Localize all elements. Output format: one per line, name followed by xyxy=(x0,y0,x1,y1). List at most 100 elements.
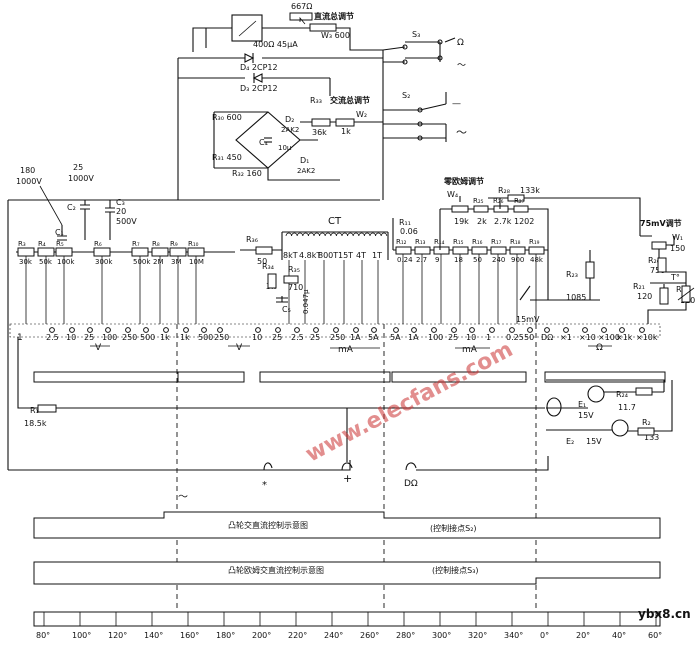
range-terminal xyxy=(582,327,588,333)
top-resistor-value: 10M xyxy=(189,258,204,266)
plus-jack-icon xyxy=(341,462,353,471)
range-terminal xyxy=(313,327,319,333)
range-label: 25 xyxy=(448,333,458,342)
r25-value: 19k xyxy=(454,217,469,226)
r20-ref: R₂₀ xyxy=(648,256,660,265)
range-label: 500 xyxy=(198,333,213,342)
angle-label: 20° xyxy=(576,631,590,640)
r21-ref: R₂₁ xyxy=(633,282,645,291)
range-label: 500 xyxy=(140,333,155,342)
group-label-v-dc: V xyxy=(95,343,102,353)
w1-label: W₁ xyxy=(672,233,683,242)
top-resistor-value: 2M xyxy=(153,258,164,266)
angle-label: 140° xyxy=(144,631,163,640)
lower-cam-title: 凸轮欧姆交直流控制示意图 xyxy=(228,565,324,575)
top-resistor xyxy=(37,247,55,257)
range-terminal xyxy=(294,327,300,333)
w2-label: W₂ xyxy=(356,110,367,119)
e1-value: 15V xyxy=(578,411,594,420)
r2-resistor xyxy=(637,427,655,436)
range-label: 1A xyxy=(350,333,361,342)
r25-resistor xyxy=(473,205,489,213)
ct-turn-label: 4.8kT xyxy=(299,251,321,260)
d1-type: 2AK2 xyxy=(297,167,315,175)
range-label: 250 xyxy=(330,333,345,342)
ma-resistor-value: 900 xyxy=(511,256,524,264)
range-terminal xyxy=(509,327,515,333)
cam-tilde-mark: ～ xyxy=(178,492,188,503)
top-resistor-chain: R₃30kR₄50kR₅100kR₆300kR₇500kR₈2MR₉3MR₁₀1… xyxy=(17,240,205,324)
r33-resistor xyxy=(311,118,331,127)
r34-resistor xyxy=(267,273,277,289)
range-label: 25 xyxy=(272,333,282,342)
bridge-section: R₃₀ 600 R₃₁ 450 R₃₂ 160 C₄ 10μ D₂ 2AK2 D… xyxy=(212,95,370,181)
ct-turn-label: 800T xyxy=(318,251,338,260)
c1-top-voltage: 1000V xyxy=(16,177,42,186)
cam-diagrams: ～ 凸轮交直流控制示意图 (控制接点S₂) 凸轮欧姆交直流控制示意图 (控制接点… xyxy=(33,492,662,640)
r25-ref: R₂₅ xyxy=(473,197,484,205)
s3-ac-label: ～ xyxy=(457,61,466,71)
jack-plus-label: + xyxy=(343,472,352,485)
range-terminal xyxy=(431,327,437,333)
group-label-v-ac: V xyxy=(236,343,243,353)
jack-dohm-label: DΩ xyxy=(404,479,418,489)
c2-label: C₂ xyxy=(67,203,76,212)
watermark-text: www.elecfans.com xyxy=(302,337,518,468)
angle-label: 300° xyxy=(432,631,451,640)
top-resistor xyxy=(187,247,205,257)
ma-resistor-ref: R₁₈ xyxy=(510,238,521,246)
range-terminal xyxy=(601,327,607,333)
range-label: 1A xyxy=(408,333,419,342)
range-terminal xyxy=(69,327,75,333)
upper-cam-control: (控制接点S₂) xyxy=(430,523,477,533)
ac-adjust-title: 交流总调节 xyxy=(330,95,370,105)
ct-turn-label: 15T xyxy=(338,251,353,260)
range-label: 25 xyxy=(84,333,94,342)
r24-ref: R₂₄ xyxy=(616,390,628,399)
r23-ref: R₂₃ xyxy=(566,270,578,279)
c4-label: C₄ xyxy=(259,138,268,147)
s3-label: S₃ xyxy=(412,30,420,39)
top-resistor-ref: R₄ xyxy=(38,240,46,248)
e2-label: E₂ xyxy=(566,437,574,446)
r33-ref: R₃₃ xyxy=(310,96,322,105)
range-terminal xyxy=(275,327,281,333)
r27-value: 2.7k xyxy=(494,217,512,226)
r27-ref: R₂₇ xyxy=(514,197,525,205)
dc-adjust-title: 直流总调节 xyxy=(314,11,354,21)
angle-label: 320° xyxy=(468,631,487,640)
top-resistor-value: 3M xyxy=(171,258,182,266)
c3-value: 20 xyxy=(116,207,126,216)
d4-label: D₄ 2CP12 xyxy=(240,63,278,72)
jack-common-label: * xyxy=(262,480,267,491)
r28-ref: R₂₈ xyxy=(498,186,510,195)
ma-resistor xyxy=(414,246,431,255)
ma-resistor-value: 9 xyxy=(435,256,439,264)
meter-series-resistor xyxy=(289,12,313,21)
angle-scale-band xyxy=(33,611,661,627)
r33-value: 36k xyxy=(312,128,327,137)
r26-value: 2k xyxy=(477,217,487,226)
top-resistor xyxy=(93,247,111,257)
switch-section: S₃ S₂ Ω ～ — ～ xyxy=(356,30,467,200)
r23-resistor xyxy=(585,261,595,279)
top-resistor xyxy=(151,247,169,257)
ma-resistor-ref: R₁₇ xyxy=(491,238,502,246)
ma-resistor-ref: R₁₆ xyxy=(472,238,483,246)
range-label: ×1 xyxy=(560,333,572,342)
top-resistor-ref: R₅ xyxy=(56,240,64,248)
zero-adjust-title: 零欧姆调节 xyxy=(443,176,484,186)
range-label: 100 xyxy=(102,333,117,342)
range-label: 0.25 xyxy=(506,333,524,342)
ma-resistor xyxy=(528,246,545,255)
ma-resistor-value: 48k xyxy=(530,256,544,264)
range-terminal xyxy=(87,327,93,333)
top-resistor-value: 500k xyxy=(133,258,151,266)
range-label: 10 xyxy=(466,333,476,342)
r1-resistor xyxy=(37,404,57,413)
range-label: 250 xyxy=(214,333,229,342)
c2-top-value: 25 xyxy=(73,163,83,172)
